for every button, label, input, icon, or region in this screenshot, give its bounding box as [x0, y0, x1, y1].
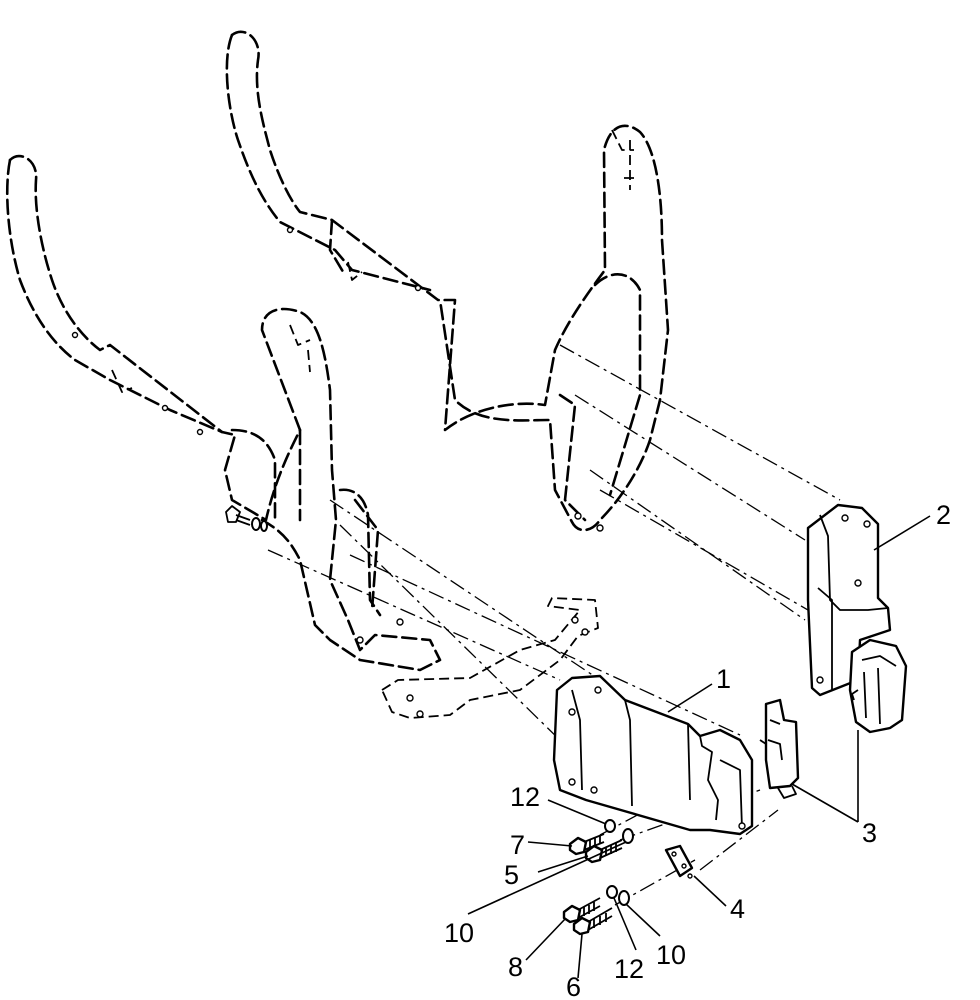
callout-7: 7 — [510, 830, 525, 860]
callout-12-lower: 12 — [614, 954, 644, 984]
rear-loader-frame — [225, 30, 670, 532]
alignment-lines — [267, 344, 861, 906]
callout-3: 3 — [862, 818, 877, 848]
callout-10-left: 10 — [444, 918, 474, 948]
clip-part-3 — [759, 698, 800, 799]
bolt-7 — [568, 833, 605, 856]
front-loader-frame — [5, 154, 442, 672]
callout-10-right: 10 — [656, 940, 686, 970]
cross-support-bar — [381, 597, 599, 719]
frame-bolt-set — [225, 505, 268, 532]
callout-6: 6 — [566, 972, 581, 1000]
callout-8: 8 — [508, 952, 523, 982]
bracket-part-2 — [806, 503, 908, 734]
callout-12-upper: 12 — [510, 782, 540, 812]
bracket-part-1 — [552, 674, 754, 836]
washer-10-upper — [622, 828, 634, 844]
callout-2: 2 — [936, 500, 951, 530]
bolt-6 — [572, 907, 613, 936]
callout-4: 4 — [730, 894, 745, 924]
callout-labels: 1 2 3 4 5 6 7 8 10 10 12 12 — [444, 500, 951, 1000]
plate-part-4 — [664, 844, 694, 879]
washer-12-lower — [606, 885, 618, 899]
leader-lines — [467, 515, 931, 979]
washer-10-lower — [618, 890, 630, 906]
callout-5: 5 — [504, 860, 519, 890]
bolt-5 — [584, 839, 623, 864]
callout-1: 1 — [716, 664, 731, 694]
washer-12-upper — [604, 819, 616, 833]
